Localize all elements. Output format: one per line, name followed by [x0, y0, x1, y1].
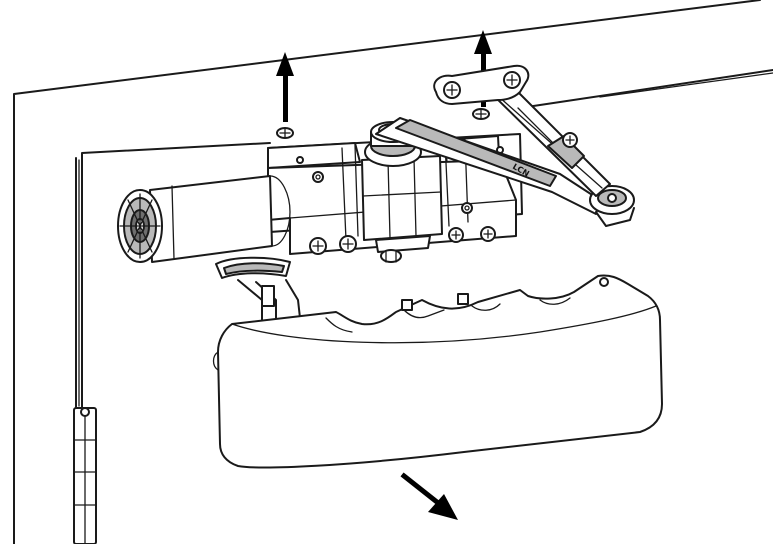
door-hinge — [73, 159, 97, 544]
pull-out-arrow — [400, 472, 458, 520]
body-screws — [296, 146, 504, 255]
mounting-screw-left — [276, 127, 294, 139]
closer-cover — [212, 274, 663, 469]
door-frame — [13, 0, 773, 544]
closer-cylinder — [117, 175, 291, 263]
mounting-screw-right — [472, 108, 490, 120]
lift-up-arrow-left — [276, 52, 294, 122]
main-arm: LCN — [375, 117, 635, 227]
forearm — [487, 83, 611, 197]
arm-shoe — [433, 64, 530, 105]
cover-bracket — [215, 256, 301, 331]
